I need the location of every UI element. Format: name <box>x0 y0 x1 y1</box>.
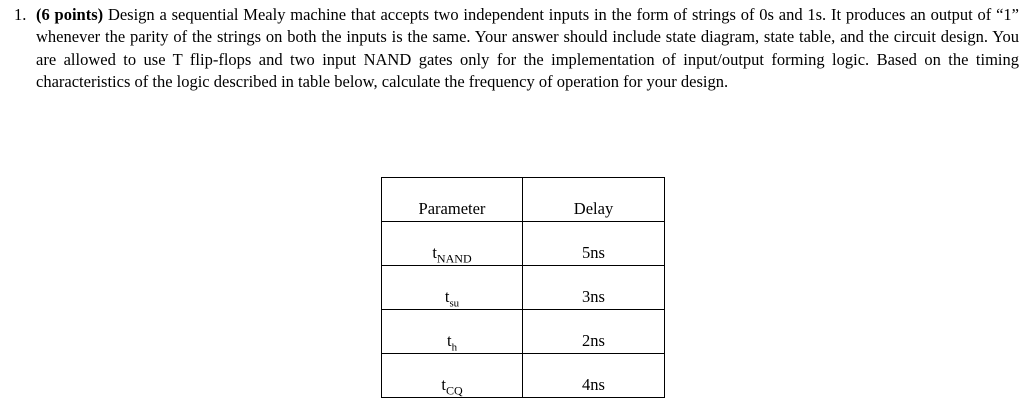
delay-cell-tnand: 5ns <box>522 221 665 266</box>
param-cell-tnand: tNAND <box>381 221 523 266</box>
param-base-th: t <box>446 330 452 350</box>
delay-table: Parameter Delay tNAND 5ns tsu 3ns th 2ns… <box>381 177 665 398</box>
question-number: 1. <box>14 5 27 24</box>
param-symbol-tsu: tsu <box>382 286 522 310</box>
question-body: (6 points) Design a sequential Mealy mac… <box>36 4 1024 93</box>
param-cell-th: th <box>381 309 523 354</box>
question-points-label: (6 points) <box>36 5 104 24</box>
delay-value-th: 2ns <box>582 330 605 350</box>
param-base-tsu: t <box>444 286 450 306</box>
param-subscript-tsu: su <box>449 296 460 309</box>
question-block: 1. (6 points) Design a sequential Mealy … <box>0 4 1024 93</box>
param-cell-tcq: tCQ <box>381 353 523 398</box>
delay-cell-tsu: 3ns <box>522 265 665 310</box>
table-row: tCQ 4ns <box>381 353 665 398</box>
delay-value-tnand: 5ns <box>582 242 605 262</box>
param-base-tcq: t <box>441 374 446 394</box>
delay-cell-th: 2ns <box>522 309 665 354</box>
delay-cell-tcq: 4ns <box>522 353 665 398</box>
delay-value-tcq: 4ns <box>582 374 605 394</box>
table-row: tNAND 5ns <box>381 221 665 266</box>
param-subscript-tnand: NAND <box>436 250 472 265</box>
header-cell-delay: Delay <box>522 177 665 222</box>
param-symbol-th: th <box>382 330 522 354</box>
table-header-row: Parameter Delay <box>381 177 665 222</box>
delay-value-tsu: 3ns <box>582 286 605 306</box>
header-cell-parameter: Parameter <box>381 177 523 222</box>
header-delay-label: Delay <box>573 198 614 218</box>
delay-table-body: Parameter Delay tNAND 5ns tsu 3ns th 2ns… <box>381 177 665 398</box>
header-parameter-label: Parameter <box>418 198 486 218</box>
question-text: Design a sequential Mealy machine that a… <box>36 5 1019 91</box>
param-symbol-tcq: tCQ <box>382 374 522 398</box>
param-cell-tsu: tsu <box>381 265 523 310</box>
param-base-tnand: t <box>432 242 437 262</box>
table-row: tsu 3ns <box>381 265 665 310</box>
param-symbol-tnand: tNAND <box>382 242 522 266</box>
param-subscript-tcq: CQ <box>445 382 463 397</box>
param-subscript-th: h <box>451 340 458 353</box>
table-row: th 2ns <box>381 309 665 354</box>
delay-table-container: Parameter Delay tNAND 5ns tsu 3ns th 2ns… <box>381 177 665 398</box>
